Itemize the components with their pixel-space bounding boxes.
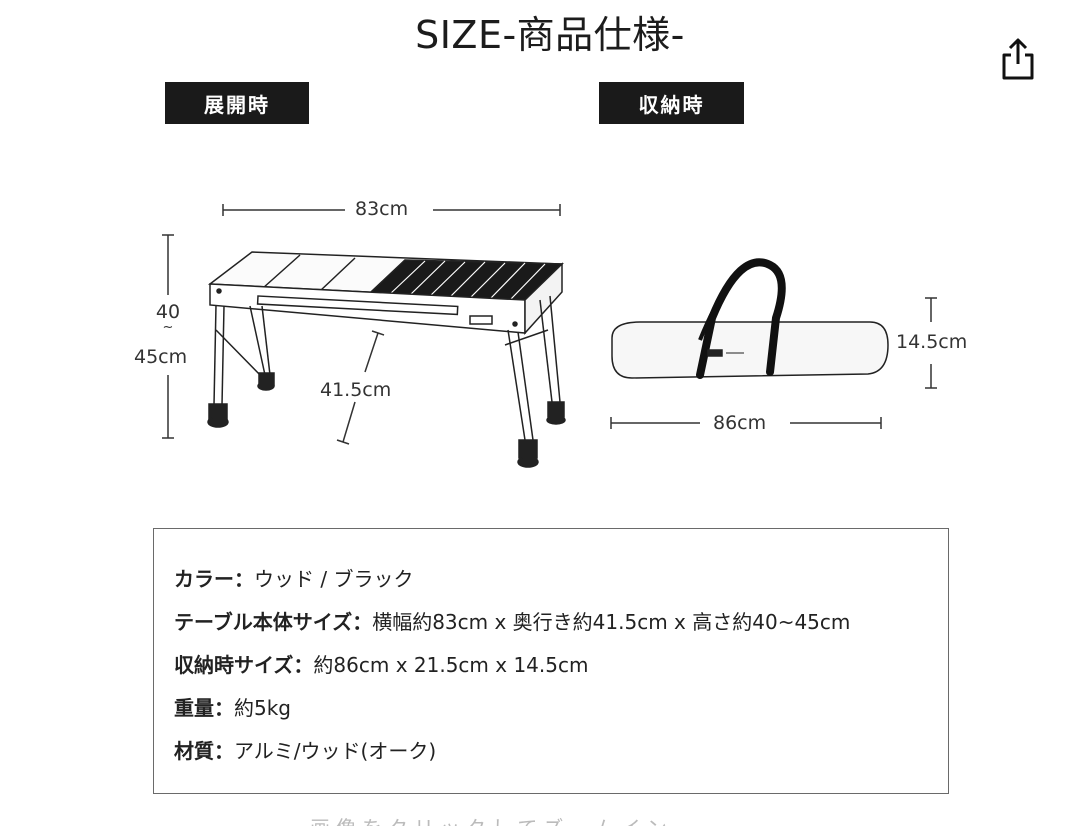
bag-height-label: 14.5cm xyxy=(896,331,968,353)
spec-value: 約5kg xyxy=(234,696,292,720)
expanded-label: 展開時 xyxy=(165,82,309,124)
table-height-max-label: 45cm xyxy=(134,346,188,368)
spec-key: 重量： xyxy=(174,696,234,720)
spec-value: 約86cm x 21.5cm x 14.5cm xyxy=(313,653,589,677)
table-width-label: 83cm xyxy=(355,198,409,220)
spec-row-storage-size: 収納時サイズ：約86cm x 21.5cm x 14.5cm xyxy=(174,649,588,678)
spec-row-color: カラー：ウッド / ブラック xyxy=(174,563,413,592)
height-dimension-line xyxy=(162,234,174,439)
footer-caption-cutoff: 画像をクリックしてズームイン xyxy=(310,812,810,826)
spec-key: テーブル本体サイズ： xyxy=(174,610,373,634)
spec-value: ウッド / ブラック xyxy=(254,567,414,591)
page-title: SIZE-商品仕様- xyxy=(415,13,685,57)
bag-height-dimension-line xyxy=(925,297,937,389)
spec-key: 収納時サイズ： xyxy=(174,653,314,677)
spec-key: カラー： xyxy=(174,567,254,591)
spec-row-material: 材質：アルミ/ウッド(オーク) xyxy=(174,735,436,764)
bag-width-label: 86cm xyxy=(713,412,767,434)
spec-key: 材質： xyxy=(174,739,234,763)
spec-value: 横幅約83cm x 奥行き約41.5cm x 高さ約40~45cm xyxy=(372,610,851,634)
depth-dimension-line xyxy=(336,330,385,445)
table-height-label: 40 ~ xyxy=(150,301,186,335)
stored-label: 収納時 xyxy=(599,82,744,124)
table-illustration xyxy=(207,251,566,468)
spec-row-weight: 重量：約5kg xyxy=(174,692,291,721)
table-depth-label: 41.5cm xyxy=(320,379,392,401)
storage-bag-illustration xyxy=(611,258,889,379)
share-icon xyxy=(1002,38,1034,80)
bag-width-dimension-line xyxy=(610,417,882,429)
share-button[interactable] xyxy=(998,36,1038,82)
height-tilde: ~ xyxy=(162,320,174,335)
height-min: 40 xyxy=(155,301,181,323)
spec-value: アルミ/ウッド(オーク) xyxy=(234,739,437,763)
spec-row-table-size: テーブル本体サイズ：横幅約83cm x 奥行き約41.5cm x 高さ約40~4… xyxy=(174,606,850,635)
spec-table: カラー：ウッド / ブラック テーブル本体サイズ：横幅約83cm x 奥行き約4… xyxy=(153,528,949,794)
width-dimension-line xyxy=(222,204,561,216)
